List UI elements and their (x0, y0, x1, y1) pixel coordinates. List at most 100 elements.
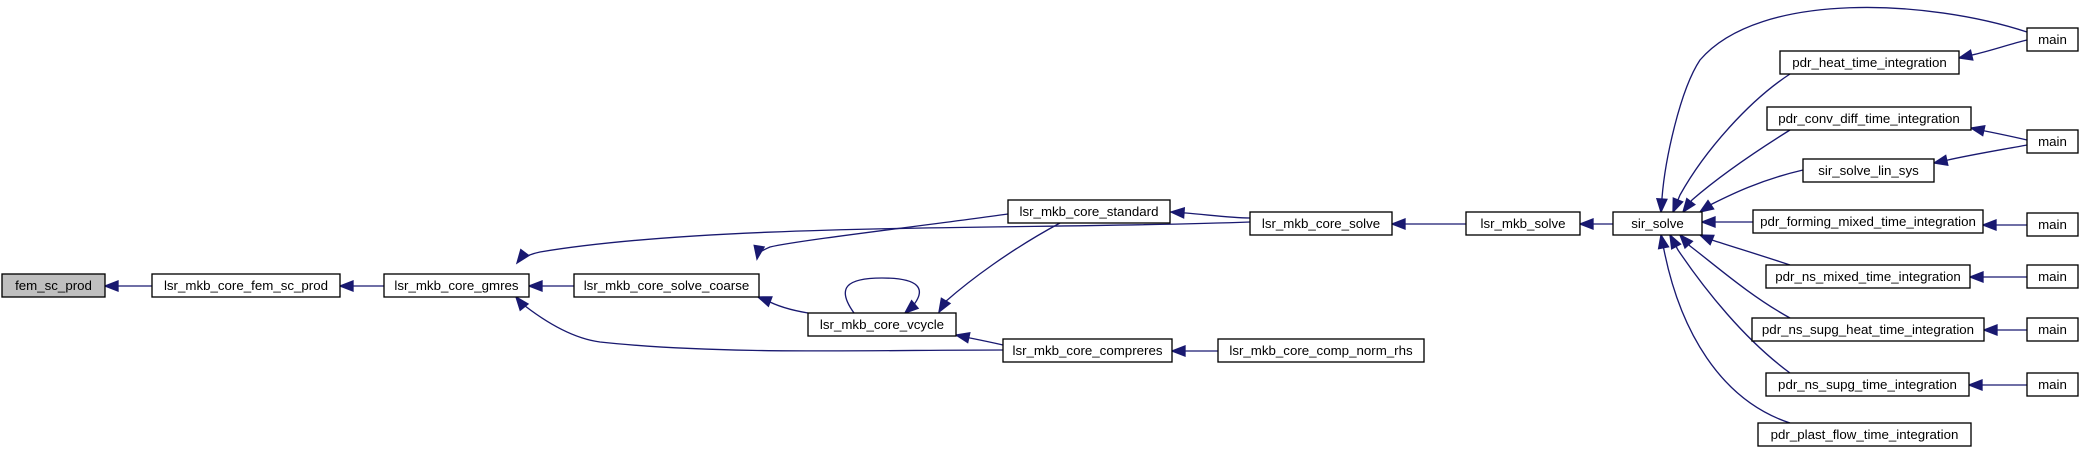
call-edge-main_1-to-pdr_heat (1957, 39, 2028, 61)
arrowhead-icon (1169, 206, 1186, 219)
call-edge-pdr_heat-to-sir_solve (1672, 73, 1791, 214)
arrowhead-icon (527, 280, 543, 292)
arrowhead-icon (1698, 199, 1715, 214)
node-main-3[interactable]: main (2026, 212, 2079, 237)
node-pdr-forming[interactable]: pdr_forming_mixed_time_integration (1752, 209, 1984, 234)
arrowhead-icon (1390, 218, 1406, 230)
arrowhead-icon (514, 295, 530, 312)
node-label: lsr_mkb_core_fem_sc_prod (164, 278, 328, 293)
call-edge-main_5-to-pdr_ns_supg_heat (1982, 324, 2027, 336)
arrowhead-icon (1968, 271, 1984, 283)
node-sir-solve[interactable]: sir_solve (1612, 211, 1703, 236)
call-graph-edges (103, 6, 2028, 424)
call-edge-sir_solve-to-mkb_solve (1578, 218, 1613, 230)
node-label: main (2038, 134, 2067, 149)
call-edge-core_solve-to-core_standard (1169, 206, 1251, 219)
arrowhead-icon (753, 244, 766, 261)
node-core-comp-norm-rhs[interactable]: lsr_mkb_core_comp_norm_rhs (1217, 338, 1425, 363)
node-main-4[interactable]: main (2026, 264, 2079, 289)
call-edge-core_comp_norm_rhs-to-core_compreres (1170, 345, 1218, 357)
call-edge-core_compreres-to-core_gmres (514, 295, 1004, 352)
call-edge-pdr_ns_supg-to-sir_solve (1669, 233, 1791, 374)
node-main-2[interactable]: main (2026, 129, 2079, 154)
call-edge-core_vcycle-to-core_vcycle (844, 277, 920, 315)
node-core-compreres[interactable]: lsr_mkb_core_compreres (1002, 338, 1173, 363)
arrowhead-icon (1678, 233, 1694, 250)
node-label: lsr_mkb_core_compreres (1012, 343, 1162, 358)
call-edge-main_1-to-sir_solve (1655, 6, 2028, 214)
node-label: main (2038, 377, 2067, 392)
node-main-5[interactable]: main (2026, 317, 2079, 342)
node-pdr-ns-supg[interactable]: pdr_ns_supg_time_integration (1765, 372, 1970, 397)
arrowhead-icon (1957, 49, 1974, 61)
node-pdr-ns-mixed[interactable]: pdr_ns_mixed_time_integration (1765, 264, 1971, 289)
node-pdr-ns-supg-heat[interactable]: pdr_ns_supg_heat_time_integration (1751, 317, 1985, 342)
call-edge-core_standard-to-core_vcycle (938, 222, 1061, 314)
call-edge-pdr_forming-to-sir_solve (1700, 216, 1753, 228)
call-edge-core_standard-to-core_solve_coarse (753, 213, 1009, 261)
node-core-solve-coarse[interactable]: lsr_mkb_core_solve_coarse (573, 273, 760, 298)
arrowhead-icon (1969, 124, 1986, 137)
node-pdr-heat[interactable]: pdr_heat_time_integration (1779, 50, 1960, 75)
arrowhead-icon (1967, 379, 1983, 391)
arrowhead-icon (1672, 197, 1684, 214)
node-label: lsr_mkb_core_comp_norm_rhs (1229, 343, 1413, 358)
node-label: lsr_mkb_core_vcycle (820, 317, 944, 332)
arrowhead-icon (1932, 154, 1949, 167)
arrowhead-icon (1657, 233, 1670, 250)
node-label: pdr_ns_supg_heat_time_integration (1762, 322, 1974, 337)
arrowhead-icon (1669, 233, 1682, 250)
call-edge-pdr_conv_diff-to-sir_solve (1681, 129, 1791, 214)
arrowhead-icon (1698, 234, 1715, 246)
node-sir-solve-lin-sys[interactable]: sir_solve_lin_sys (1802, 158, 1935, 183)
arrowhead-icon (1681, 197, 1696, 214)
call-edge-main_4-to-pdr_ns_mixed (1968, 271, 2027, 283)
node-label: sir_solve_lin_sys (1818, 163, 1919, 178)
node-main-1[interactable]: main (2026, 27, 2079, 52)
call-edge-core_fem_sc_prod-to-fem_sc_prod (103, 280, 152, 292)
node-pdr-plast-flow[interactable]: pdr_plast_flow_time_integration (1757, 422, 1972, 447)
call-edge-core_compreres-to-core_vcycle (954, 331, 1004, 346)
node-label: main (2038, 322, 2067, 337)
node-core-fem-sc-prod[interactable]: lsr_mkb_core_fem_sc_prod (151, 273, 341, 298)
call-edge-pdr_ns_mixed-to-sir_solve (1698, 234, 1791, 266)
node-label: lsr_mkb_solve (1481, 216, 1566, 231)
arrowhead-icon (954, 331, 971, 344)
call-edge-main_2-to-pdr_conv_diff (1969, 124, 2028, 141)
node-pdr-conv-diff[interactable]: pdr_conv_diff_time_integration (1766, 106, 1972, 131)
node-label: main (2038, 32, 2067, 47)
node-label: pdr_heat_time_integration (1792, 55, 1947, 70)
node-label: lsr_mkb_core_solve (1262, 216, 1380, 231)
node-label: lsr_mkb_core_gmres (394, 278, 518, 293)
call-edge-main_6-to-pdr_ns_supg (1967, 379, 2027, 391)
node-label: sir_solve (1631, 216, 1683, 231)
node-label: fem_sc_prod (15, 278, 92, 293)
node-label: pdr_conv_diff_time_integration (1778, 111, 1960, 126)
node-fem-sc-prod[interactable]: fem_sc_prod (1, 273, 106, 298)
node-core-standard[interactable]: lsr_mkb_core_standard (1007, 199, 1171, 224)
arrowhead-icon (903, 299, 920, 315)
arrowhead-icon (756, 296, 773, 308)
arrowhead-icon (1982, 324, 1998, 336)
arrowhead-icon (338, 280, 354, 292)
arrowhead-icon (1170, 345, 1186, 357)
node-core-vcycle[interactable]: lsr_mkb_core_vcycle (807, 312, 957, 337)
node-label: pdr_plast_flow_time_integration (1771, 427, 1959, 442)
call-edge-core_solve_coarse-to-core_gmres (527, 280, 574, 292)
call-edge-mkb_solve-to-core_solve (1390, 218, 1466, 230)
node-label: pdr_ns_mixed_time_integration (1775, 269, 1961, 284)
node-mkb-solve[interactable]: lsr_mkb_solve (1465, 211, 1581, 236)
call-edge-core_gmres-to-core_fem_sc_prod (338, 280, 384, 292)
node-core-gmres[interactable]: lsr_mkb_core_gmres (383, 273, 530, 298)
node-main-6[interactable]: main (2026, 372, 2079, 397)
call-edge-core_solve-to-core_gmres (515, 221, 1251, 265)
node-label: main (2038, 269, 2067, 284)
node-core-solve[interactable]: lsr_mkb_core_solve (1249, 211, 1393, 236)
arrowhead-icon (1700, 216, 1716, 228)
arrowhead-icon (938, 297, 952, 314)
call-edge-sir_solve_lin_sys-to-sir_solve (1698, 169, 1804, 214)
arrowhead-icon (1578, 218, 1594, 230)
node-label: pdr_forming_mixed_time_integration (1760, 214, 1976, 229)
node-label: lsr_mkb_core_solve_coarse (584, 278, 750, 293)
arrowhead-icon (1981, 219, 1997, 231)
